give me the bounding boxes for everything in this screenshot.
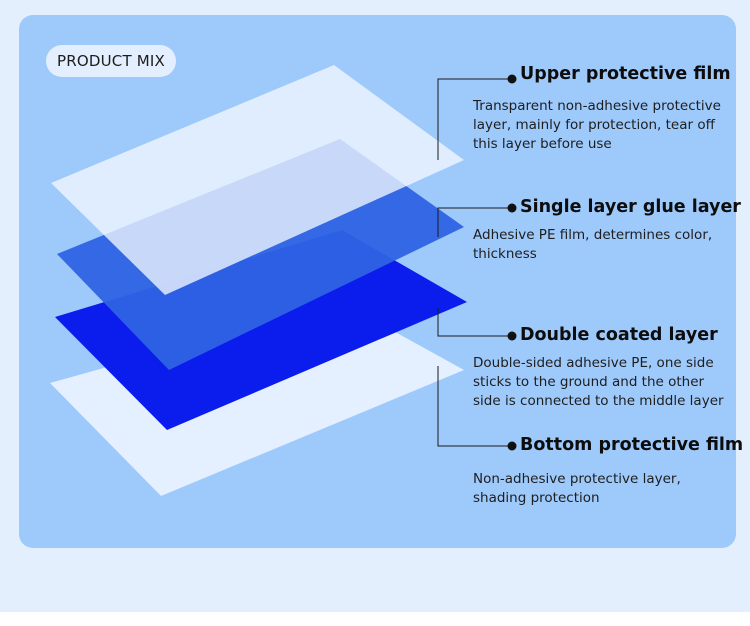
layer-desc-double: Double-sided adhesive PE, one side stick… bbox=[473, 355, 724, 409]
connector-double bbox=[437, 308, 510, 337]
bottom-strip bbox=[0, 612, 750, 626]
upper-film-sheet bbox=[51, 65, 464, 295]
connector-glue bbox=[437, 207, 510, 237]
double-coated-sheet bbox=[55, 230, 467, 430]
layer-title-upper: Upper protective film bbox=[520, 64, 731, 84]
bullet-upper bbox=[507, 74, 517, 84]
bullet-double bbox=[507, 331, 517, 341]
layer-desc-upper: Transparent non-adhesive protective laye… bbox=[473, 98, 721, 152]
connector-bottom bbox=[437, 366, 510, 447]
bullet-bottom bbox=[507, 441, 517, 451]
layer-title-glue: Single layer glue layer bbox=[520, 197, 741, 217]
layer-desc-glue: Adhesive PE film, determines color, thic… bbox=[473, 227, 713, 262]
bottom-film-sheet bbox=[50, 302, 464, 496]
layer-title-double: Double coated layer bbox=[520, 325, 718, 345]
bullet-glue bbox=[507, 203, 517, 213]
layer-desc-bottom: Non-adhesive protective layer, shading p… bbox=[473, 471, 681, 506]
connector-upper bbox=[437, 78, 510, 160]
product-mix-badge: PRODUCT MIX bbox=[46, 45, 176, 77]
layer-title-bottom: Bottom protective film bbox=[520, 435, 744, 455]
